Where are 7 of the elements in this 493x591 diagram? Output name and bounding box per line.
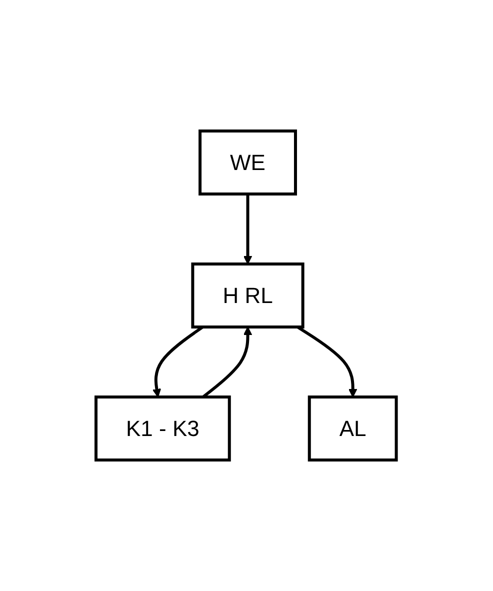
arrow [244,194,252,264]
arrow [297,326,358,398]
node-box: WE [198,130,298,196]
arrow [202,326,252,398]
node-box: H RL [192,262,305,328]
node-box: K1 - K3 [94,396,232,462]
node-box: AL [308,396,398,462]
